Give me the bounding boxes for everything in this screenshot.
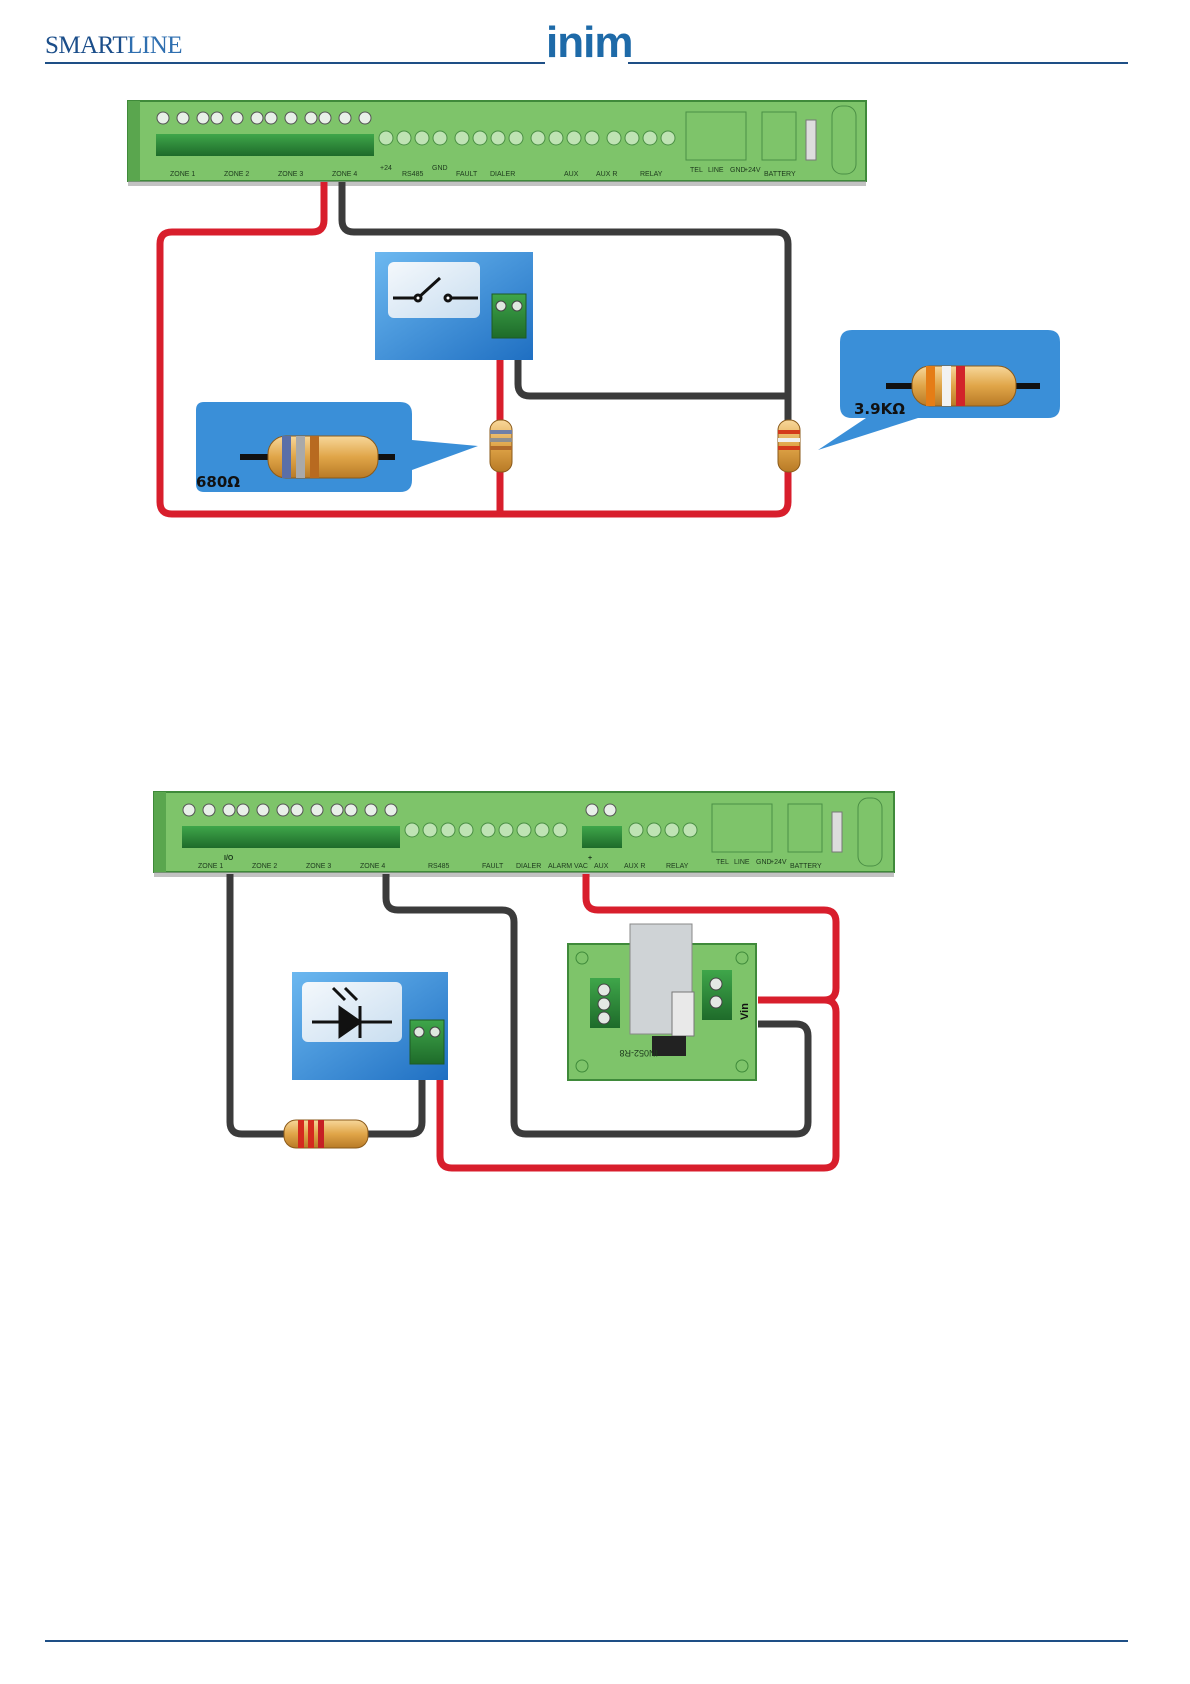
resistor-value-680: 680Ω [196, 473, 240, 491]
module-label: IN052-R8 [619, 1048, 658, 1058]
callout-3k9: 3.9KΩ [818, 330, 1060, 450]
io-label: I/O [224, 855, 234, 862]
led-device [292, 972, 448, 1080]
label2-rs485: RS485 [428, 863, 450, 870]
wire-black-1b [518, 340, 788, 396]
label-zone1: ZONE 1 [170, 171, 195, 178]
relay-module: IN052-R8 Vin [568, 924, 756, 1080]
diagram-1: ZONE 1 ZONE 2 ZONE 3 ZONE 4 +24 RS485 GN… [128, 101, 1060, 514]
label-relay: RELAY [640, 171, 663, 178]
label2-dialer: DIALER [516, 863, 541, 870]
label2-aux: AUX [594, 863, 609, 870]
label-line: LINE [708, 167, 724, 174]
label2-battery: BATTERY [790, 863, 822, 870]
label-battery: BATTERY [764, 171, 796, 178]
label2-line: LINE [734, 859, 750, 866]
label-tel: TEL [690, 167, 703, 174]
label-aux: AUX [564, 171, 579, 178]
label2-zone2: ZONE 2 [252, 863, 277, 870]
label2-auxr: AUX R [624, 863, 645, 870]
resistor-value-3k9: 3.9KΩ [854, 400, 905, 418]
label2-zone1: ZONE 1 [198, 863, 223, 870]
label2-zone3: ZONE 3 [306, 863, 331, 870]
label-gnd: GND [432, 165, 448, 172]
label-rs485: RS485 [402, 171, 424, 178]
label-24v: +24V [744, 167, 761, 174]
label2-fault: FAULT [482, 863, 504, 870]
label-fault: FAULT [456, 171, 478, 178]
switch-device [375, 252, 533, 360]
vin-label: Vin [739, 1003, 751, 1020]
label-zone3: ZONE 3 [278, 171, 303, 178]
callout-680: 680Ω [196, 402, 478, 492]
label-zone4: ZONE 4 [332, 171, 357, 178]
wire-black-2a [230, 874, 286, 1134]
label-dialer: DIALER [490, 171, 515, 178]
resistor-3k9 [778, 420, 800, 472]
label2-alarmvac: ALARM VAC [548, 863, 588, 870]
label2-relay: RELAY [666, 863, 689, 870]
label2-24v: +24V [770, 859, 787, 866]
label-auxr: AUX R [596, 171, 617, 178]
label2-zone4: ZONE 4 [360, 863, 385, 870]
diagram-2: ZONE 1 ZONE 2 ZONE 3 ZONE 4 RS485 FAULT … [154, 792, 894, 1168]
aux-plus-label: + [588, 855, 592, 862]
label2-tel: TEL [716, 859, 729, 866]
zone-terminals-1 [156, 112, 374, 156]
resistor-680 [490, 420, 512, 472]
series-resistor [284, 1120, 368, 1148]
label-zone2: ZONE 2 [224, 171, 249, 178]
label-24: +24 [380, 165, 392, 172]
